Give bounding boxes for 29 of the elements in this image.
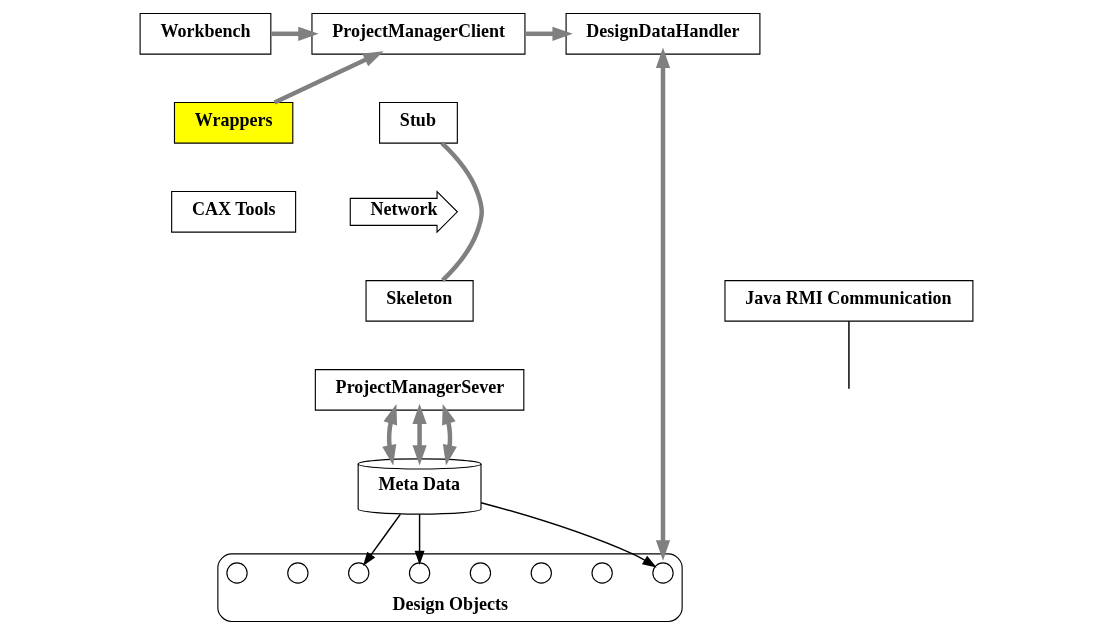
node-box: CAX Tools	[171, 190, 297, 233]
arrow	[524, 26, 573, 41]
node-circle	[591, 561, 613, 584]
arrow	[271, 26, 319, 41]
node-box: ProjectManagerSever	[314, 368, 525, 411]
arrow	[273, 50, 384, 105]
node-circle	[652, 561, 674, 584]
connector	[848, 320, 850, 389]
arrow	[480, 501, 657, 567]
node-box: Skeleton	[365, 279, 474, 322]
node-circle	[408, 561, 431, 584]
arrow	[362, 513, 402, 566]
node-box: ProjectManagerClient	[311, 12, 526, 55]
node-circle	[348, 561, 370, 584]
node-circle	[226, 561, 248, 584]
node-box: Java RMI Communication	[724, 279, 974, 322]
node-circle	[469, 561, 492, 584]
node-box: DesignDataHandler	[565, 12, 761, 55]
node-circle	[530, 561, 552, 584]
arrow	[414, 513, 425, 565]
arrow	[382, 403, 398, 465]
arrow	[412, 403, 427, 466]
node-circle	[287, 561, 309, 584]
connector	[440, 141, 484, 282]
node-box: Workbench	[139, 12, 272, 55]
node-box: Wrappers	[173, 101, 294, 144]
node-box: Stub	[379, 101, 458, 144]
arrow	[655, 47, 671, 561]
arrow	[442, 403, 457, 465]
